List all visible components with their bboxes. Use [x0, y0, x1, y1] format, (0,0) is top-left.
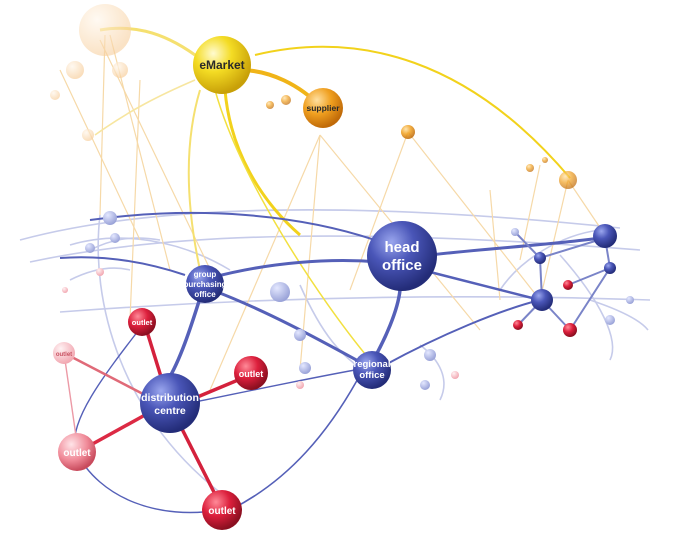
purchasing-to-head-link	[209, 259, 381, 280]
emarket-label: eMarket	[199, 58, 244, 72]
faint-blue-node	[270, 282, 290, 302]
regional-office-node: regional office	[353, 351, 391, 389]
emarket-node: eMarket	[193, 36, 251, 94]
east-node	[604, 262, 616, 274]
head-to-regional-link	[370, 289, 402, 363]
emarket-to-head-office-link	[223, 89, 301, 237]
faint-orange-node	[401, 125, 415, 139]
distribution-to-outlet-west-link	[63, 351, 146, 397]
faint-peach-node	[82, 129, 94, 141]
faint-orange-node	[526, 164, 534, 172]
faint-pink-node	[451, 371, 459, 379]
faint-peach-node	[79, 4, 131, 56]
outlet-node-south: outlet	[202, 490, 242, 530]
head-office-node: head office	[367, 221, 437, 291]
group-purchasing-label-line2: purchasing	[183, 280, 226, 289]
distribution-centre-label-line2: centre	[154, 405, 186, 417]
regional-east-arc-link	[384, 299, 541, 366]
faint-orange-node	[542, 157, 548, 163]
outer-loop-link	[73, 321, 146, 451]
supplier-node: supplier	[303, 88, 343, 128]
purchasing-to-regional-link	[211, 288, 361, 364]
outlet-node-west: outlet	[53, 342, 75, 364]
faint-blue-node	[103, 211, 117, 225]
outlet-label: outlet	[56, 352, 72, 358]
outlet-label: outlet	[63, 448, 91, 459]
east-red-node	[563, 280, 573, 290]
faint-blue-node	[294, 329, 306, 341]
supplier-label: supplier	[306, 103, 340, 113]
head-to-east-hub2-link	[429, 270, 541, 302]
background-orange-threads	[59, 34, 606, 391]
east-node	[534, 252, 546, 264]
head-to-east-hub-link	[429, 236, 601, 257]
outlet-node-north: outlet	[128, 308, 156, 336]
outlet-node-east: outlet	[234, 356, 268, 390]
faint-blue-node	[511, 228, 519, 236]
faint-blue-node	[85, 243, 95, 253]
faint-blue-node	[299, 362, 311, 374]
emarket-links	[94, 26, 571, 361]
emarket-far-east-link	[254, 45, 571, 179]
faint-peach-node	[66, 61, 84, 79]
emarket-to-regional-link	[214, 89, 371, 361]
faint-blue-node	[626, 296, 634, 304]
regional-to-distribution-link	[194, 369, 356, 403]
east-red-node	[513, 320, 523, 330]
faint-blue-node	[420, 380, 430, 390]
regional-office-label-line2: office	[359, 370, 384, 381]
outlet-label: outlet	[208, 506, 236, 517]
faint-orange-node	[281, 95, 291, 105]
faint-orange-node	[559, 171, 577, 189]
regional-office-label-line1: regional	[354, 359, 391, 370]
head-office-label-line2: office	[382, 257, 422, 274]
east-hub-node	[593, 224, 617, 248]
east-red-node	[563, 323, 577, 337]
group-purchasing-label-line1: group	[194, 270, 217, 279]
faint-nodes	[50, 4, 634, 390]
faint-blue-node	[605, 315, 615, 325]
faint-pink-node	[296, 381, 304, 389]
emarket-to-purchasing-link	[187, 89, 201, 271]
outlet-label: outlet	[132, 318, 153, 327]
faint-peach-node	[50, 90, 60, 100]
blue-network-links	[59, 211, 601, 514]
group-purchasing-office-node: group purchasing office	[183, 265, 227, 303]
head-office-label-line1: head	[384, 239, 419, 256]
outlet-node-southwest: outlet	[58, 433, 96, 471]
distribution-centre-node: distribution centre	[140, 373, 200, 433]
east-hub-node	[531, 289, 553, 311]
east-cluster-nodes	[513, 224, 617, 337]
head-west-arc-link	[89, 211, 376, 241]
purchasing-to-distribution-link	[166, 297, 202, 381]
distribution-centre-label-line1: distribution	[141, 392, 199, 404]
emarket-to-faint-node-link	[94, 79, 196, 136]
faint-pink-node	[62, 287, 68, 293]
purchasing-west-arc-link	[59, 256, 186, 276]
outlet-label: outlet	[239, 369, 264, 379]
group-purchasing-label-line3: office	[194, 290, 216, 299]
faint-pink-node	[96, 268, 104, 276]
faint-peach-node	[112, 62, 128, 78]
regional-to-outlet-link	[229, 374, 361, 511]
faint-orange-node	[266, 101, 274, 109]
faint-blue-node	[424, 349, 436, 361]
faint-blue-node	[110, 233, 120, 243]
